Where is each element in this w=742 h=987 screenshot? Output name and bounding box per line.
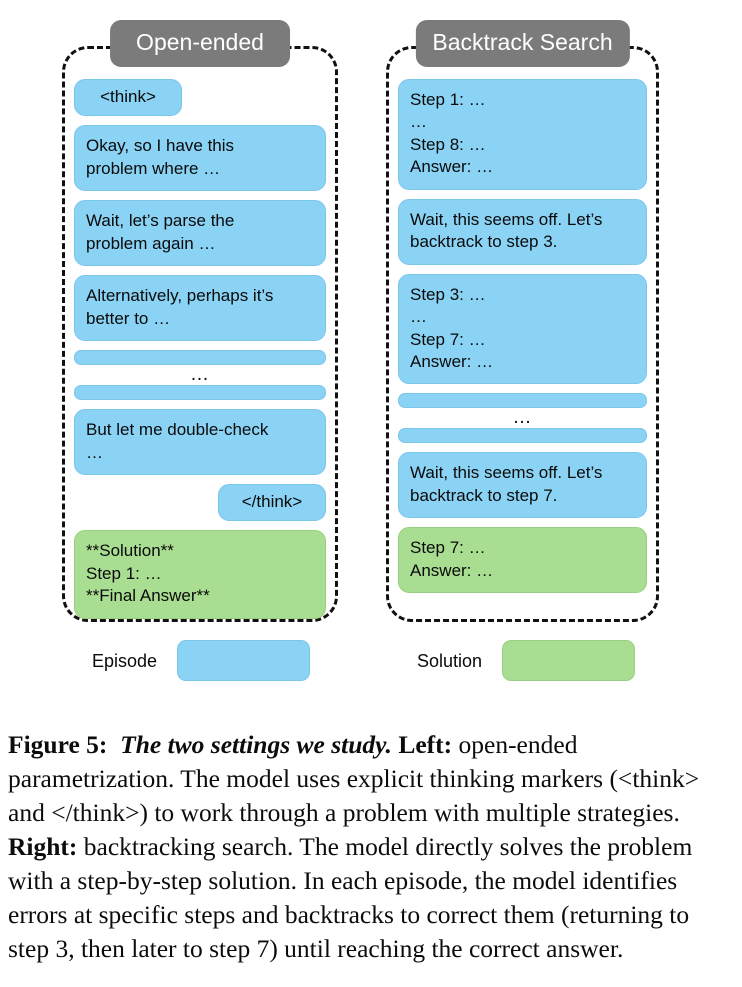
figure-diagram: Open-ended <think> Okay, so I have this … [0,20,742,688]
bubble-solution-left: **Solution** Step 1: … **Final Answer** [74,530,326,619]
ellipsis-separator-right: … [398,393,647,444]
legend-label-solution: Solution [417,650,483,671]
figure-caption: Figure 5: The two settings we study. Lef… [8,728,734,967]
legend-entry-solution: Solution [417,640,636,681]
legend-swatch-episode [177,640,311,681]
caption-left-tag: Left: [398,729,453,759]
bubble-backtrack-step-7: Wait, this seems off. Let’s backtrack to… [398,452,647,519]
bubble-think-open-tag: <think> [74,79,182,117]
ellipsis-dots: … [190,364,210,386]
block-stack-open-ended: <think> Okay, so I have this problem whe… [74,79,326,619]
column-title-backtrack-search: Backtrack Search [415,20,630,67]
caption-emphasis: The two settings we study. [120,729,392,759]
bubble-steps-1-8: Step 1: … … Step 8: … Answer: … [398,79,647,190]
block-stack-backtrack-search: Step 1: … … Step 8: … Answer: … Wait, th… [398,79,647,594]
bubble-backtrack-step-3: Wait, this seems off. Let’s backtrack to… [398,198,647,265]
caption-right-text: backtracking search. The model directly … [8,831,693,964]
column-backtrack-search: Backtrack Search Step 1: … … Step 8: … A… [386,20,659,622]
caption-figure-label: Figure 5: [8,729,108,759]
ellipsis-dots: … [512,407,533,429]
legend-entry-episode: Episode [92,640,311,681]
bubble-episode-2: Wait, let’s parse the problem again … [74,200,326,267]
legend-swatch-solution [502,640,636,681]
caption-space-1 [107,730,120,759]
bubble-episode-4: But let me double-check … [74,409,326,475]
caption-left-text: open-ended parametrization. The model us… [8,729,700,827]
thin-bar-bottom [398,428,647,444]
ellipsis-separator-left: … [74,350,326,401]
bubble-solution-right: Step 7: … Answer: … [398,527,647,594]
thin-bar-top [398,393,647,409]
column-open-ended: Open-ended <think> Okay, so I have this … [62,20,338,622]
bubble-episode-1: Okay, so I have this problem where … [74,125,326,192]
legend-label-episode: Episode [92,650,158,671]
bubble-episode-3: Alternatively, perhaps it’s better to … [74,275,326,342]
bubble-steps-3-7: Step 3: … … Step 7: … Answer: … [398,273,647,385]
column-title-open-ended: Open-ended [110,20,290,67]
caption-right-tag: Right: [8,831,78,861]
thin-bar-top [74,350,326,366]
bubble-think-close-tag: </think> [218,483,326,522]
thin-bar-bottom [74,385,326,401]
legend: Episode Solution [0,640,742,688]
